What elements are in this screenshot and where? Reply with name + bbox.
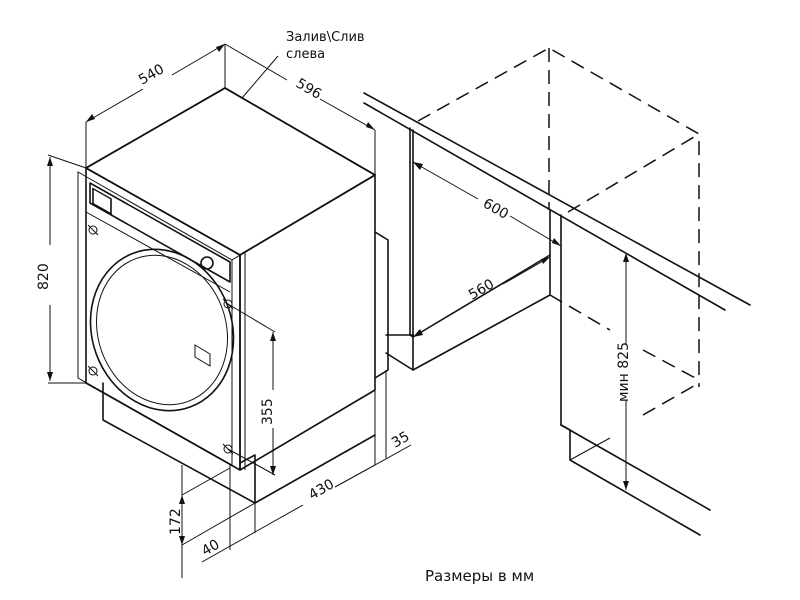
washing-machine [77, 87, 389, 550]
left-panel [409, 127, 414, 338]
dimension-lines-niche: 600 560 мин 825 [412, 161, 632, 490]
door-inner [95, 254, 229, 406]
dim-width-596: 596 [293, 76, 324, 103]
dim-niche-560: 560 [466, 276, 497, 303]
dim-niche-600: 600 [480, 196, 511, 223]
dim-depth-540: 540 [136, 61, 167, 88]
control-panel [89, 182, 231, 283]
dimension-lines-machine: 540 596 Залив\Слив слева 820 355 172 40 [36, 30, 412, 578]
niche-cabinet [363, 47, 751, 536]
dim-plinth-172: 172 [168, 508, 184, 535]
dim-offset-40: 40 [199, 537, 222, 560]
countertop-edge-bottom [363, 102, 726, 311]
control-knob [200, 256, 214, 270]
note-line2: слева [286, 47, 325, 62]
units-caption: Размеры в мм [425, 567, 534, 585]
arrowheads [47, 44, 629, 545]
note-leader [241, 55, 279, 99]
door-outer [89, 248, 235, 412]
mount-screw-icon [87, 365, 99, 377]
back-protrusion [374, 231, 389, 379]
note-line1: Залив\Слив [286, 30, 365, 45]
machine-top [85, 87, 376, 256]
machine-front-panel [85, 167, 241, 471]
machine-top-face [85, 87, 376, 256]
dim-hinge-355: 355 [260, 398, 276, 425]
display-window [92, 187, 112, 215]
machine-front-frame [77, 171, 233, 466]
cabinet-outline [417, 47, 700, 387]
dim-height-820: 820 [36, 263, 52, 290]
dim-niche-min-825: мин 825 [616, 342, 632, 402]
countertop-edge-top [363, 92, 751, 306]
door-handle [194, 344, 211, 367]
dim-gap-35: 35 [389, 429, 412, 452]
mount-screw-icon [87, 224, 99, 236]
dim-plinth-430: 430 [306, 476, 337, 503]
